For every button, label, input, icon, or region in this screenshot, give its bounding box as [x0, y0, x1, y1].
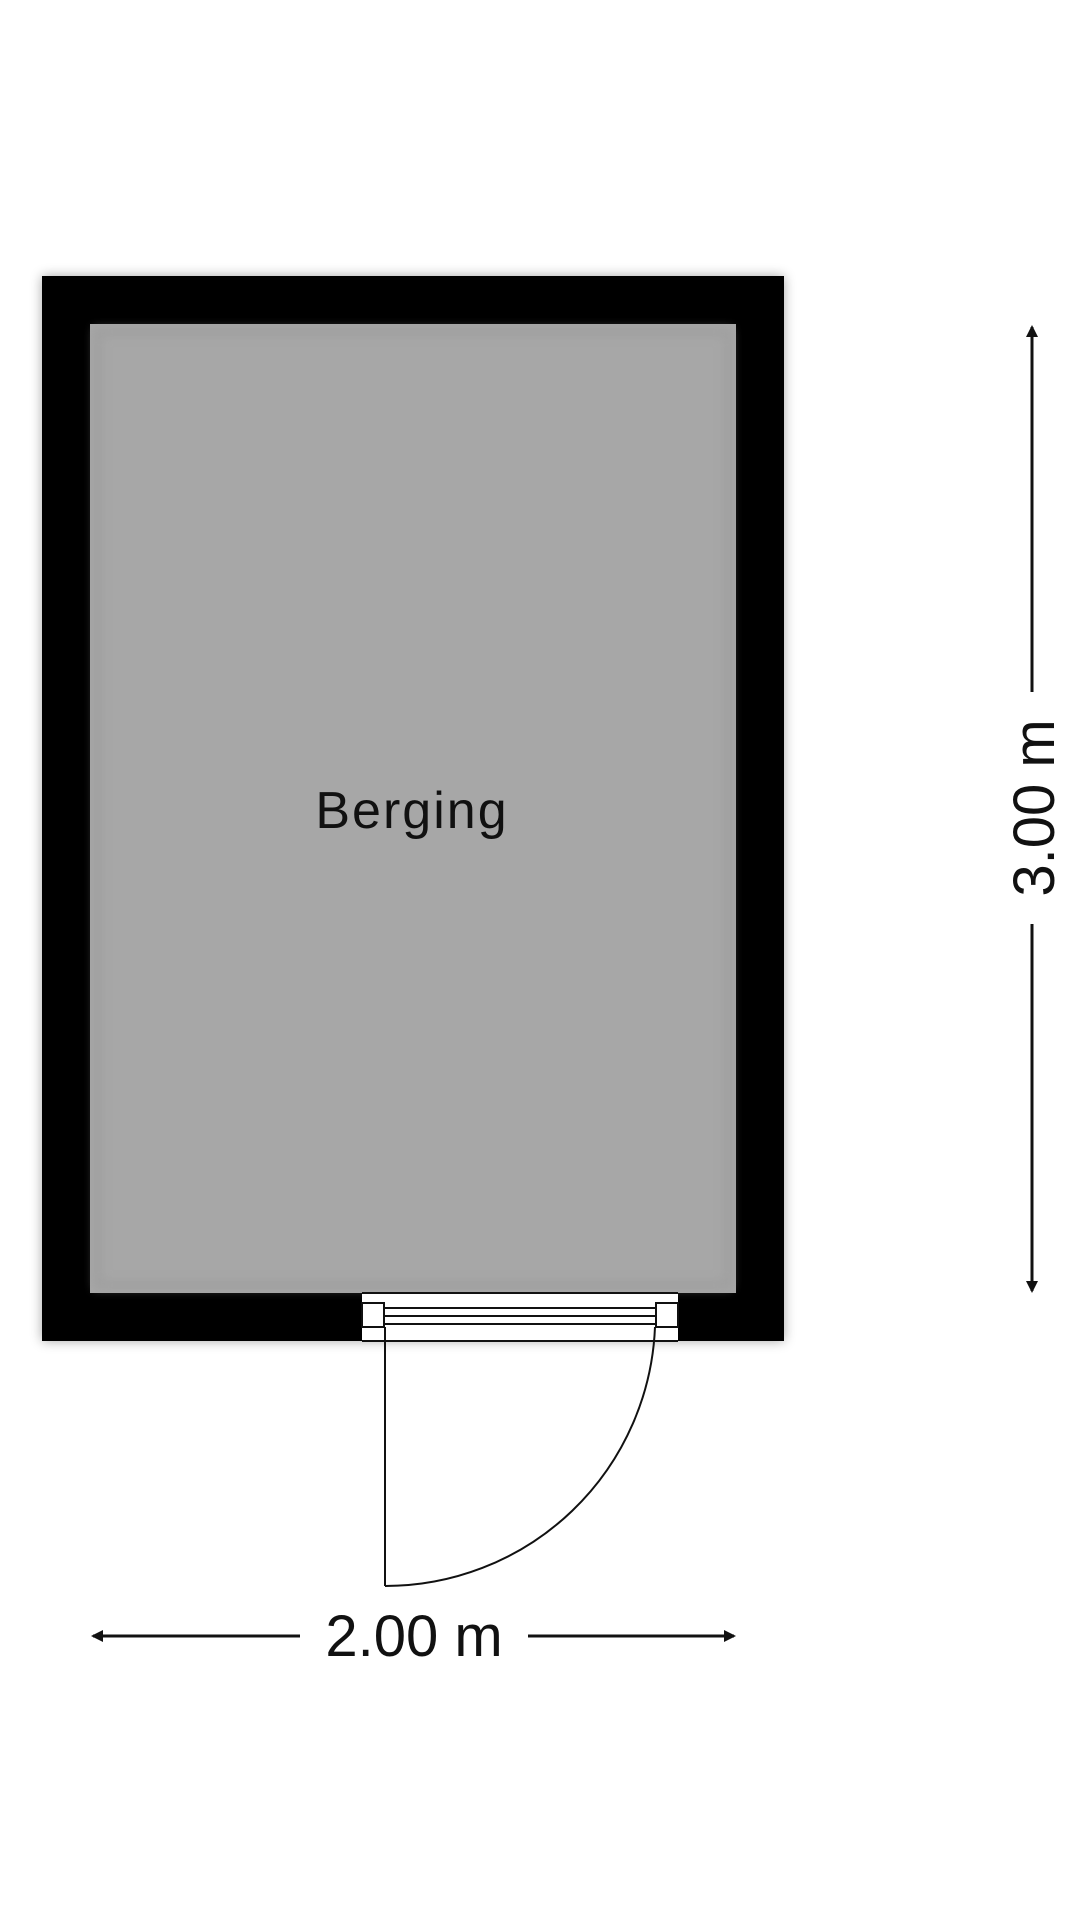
height-dimension-label: 3.00 m: [1002, 719, 1067, 896]
room-floor-inner-shade: [94, 328, 732, 1289]
room-label: Berging: [315, 782, 508, 840]
door-swing-arc: [384, 1326, 656, 1588]
width-dimension-label: 2.00 m: [325, 1604, 502, 1669]
door-frame: [361, 1292, 679, 1342]
room-floor: [90, 324, 736, 1293]
